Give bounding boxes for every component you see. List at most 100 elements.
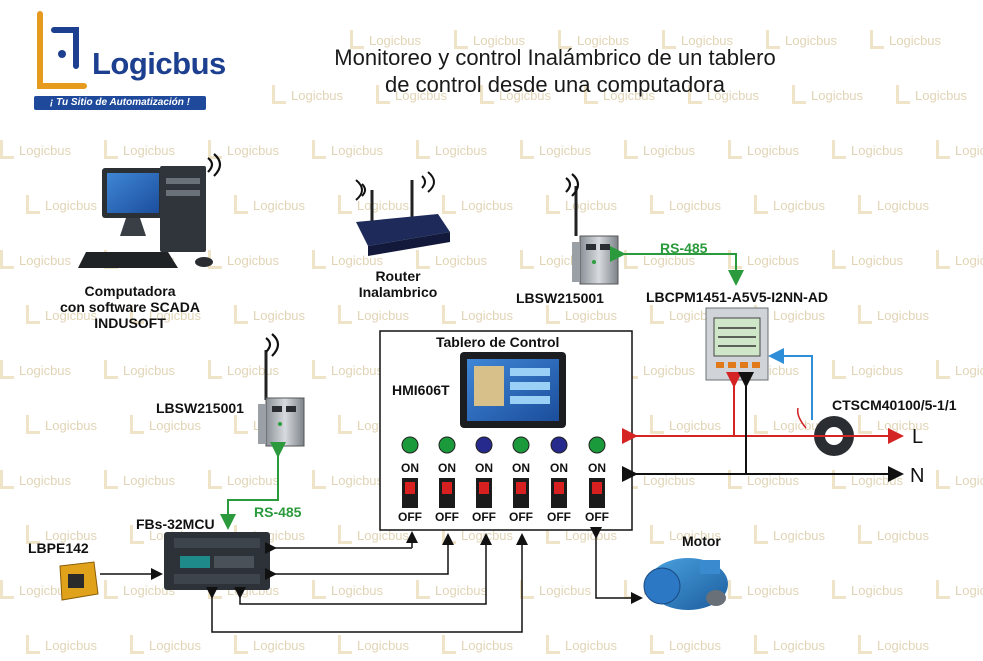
watermark-text: Logicbus bbox=[858, 305, 929, 324]
plc-panel-wire-4 bbox=[206, 533, 528, 633]
watermark-text: Logicbus bbox=[0, 580, 71, 599]
watermark-text: Logicbus bbox=[312, 470, 383, 489]
watermark-text: Logicbus bbox=[520, 580, 591, 599]
watermark-text: Logicbus bbox=[832, 580, 903, 599]
watermark-text: Logicbus bbox=[650, 195, 721, 214]
router-icon bbox=[355, 171, 450, 256]
watermark-text: Logicbus bbox=[896, 85, 967, 104]
watermark-text: Logicbus bbox=[936, 360, 983, 379]
watermark-text: Logicbus bbox=[130, 635, 201, 654]
switch-off-label: OFF bbox=[435, 510, 459, 524]
switch-off-label: OFF bbox=[547, 510, 571, 524]
power-meter-icon bbox=[705, 307, 769, 381]
watermark-text: Logicbus bbox=[0, 360, 71, 379]
watermark-text: Logicbus bbox=[376, 85, 447, 104]
panel-motor-wire bbox=[590, 527, 643, 604]
diagram-title: Monitoreo y control Inalámbrico de un ta… bbox=[260, 44, 850, 98]
watermark-text: Logicbus bbox=[520, 140, 591, 159]
watermark-text: Logicbus bbox=[234, 635, 305, 654]
watermark-text: Logicbus bbox=[130, 415, 201, 434]
pump-motor-icon bbox=[643, 558, 728, 610]
watermark-text: Logicbus bbox=[936, 470, 983, 489]
watermark-text: Logicbus bbox=[728, 140, 799, 159]
watermark-text: Logicbus bbox=[312, 140, 383, 159]
computer-icon bbox=[78, 153, 222, 268]
watermark-text: Logicbus bbox=[26, 525, 97, 544]
watermark-text: Logicbus bbox=[208, 250, 279, 269]
watermark-text: Logicbus bbox=[104, 580, 175, 599]
watermark-text: Logicbus bbox=[832, 140, 903, 159]
switch-off-label: OFF bbox=[472, 510, 496, 524]
watermark-text: Logicbus bbox=[624, 360, 695, 379]
toggle-switch-lever-3 bbox=[479, 482, 489, 494]
watermark-text: Logicbus bbox=[454, 30, 525, 49]
indicator-lamp-4 bbox=[512, 436, 530, 454]
watermark-text: Logicbus bbox=[208, 140, 279, 159]
plc-panel-wire-3 bbox=[234, 533, 492, 605]
control-panel-label: Tablero de Control bbox=[436, 334, 560, 350]
watermark-text: Logicbus bbox=[832, 250, 903, 269]
power-meter-label: LBCPM1451-A5V5-I2NN-AD bbox=[646, 289, 829, 305]
router-label-line-1: Router bbox=[375, 268, 421, 284]
watermark-text: Logicbus bbox=[234, 305, 305, 324]
watermark-text: Logicbus bbox=[832, 360, 903, 379]
computer-label: Computadora con software SCADA INDUSOFT bbox=[40, 283, 220, 331]
toggle-switch-lever-4 bbox=[516, 482, 526, 494]
watermark-text: Logicbus bbox=[338, 195, 409, 214]
wireless-serial-top-icon bbox=[565, 173, 619, 285]
computer-label-line-3: INDUSOFT bbox=[94, 315, 166, 331]
watermark-text: Logicbus bbox=[26, 635, 97, 654]
watermark-text: Logicbus bbox=[624, 140, 695, 159]
watermark-text: Logicbus bbox=[792, 85, 863, 104]
rs485-top-link bbox=[610, 246, 744, 286]
watermark-text: Logicbus bbox=[442, 195, 513, 214]
watermark-text: Logicbus bbox=[442, 635, 513, 654]
watermark-text: Logicbus bbox=[234, 195, 305, 214]
watermark-text: Logicbus bbox=[754, 305, 825, 324]
switch-off-label: OFF bbox=[509, 510, 533, 524]
indicator-lamp-3 bbox=[475, 436, 493, 454]
watermark-text: Logicbus bbox=[754, 195, 825, 214]
watermark-text: Logicbus bbox=[26, 415, 97, 434]
watermark-text: Logicbus bbox=[350, 30, 421, 49]
watermark-text: Logicbus bbox=[858, 195, 929, 214]
meter-ct-wire bbox=[768, 348, 813, 420]
watermark-text: Logicbus bbox=[312, 360, 383, 379]
toggle-switch-lever-5 bbox=[554, 482, 564, 494]
watermark-text: Logicbus bbox=[0, 250, 71, 269]
watermark-text: Logicbus bbox=[558, 30, 629, 49]
sensor-label: LBPE142 bbox=[28, 540, 89, 556]
watermark-text: Logicbus bbox=[858, 635, 929, 654]
watermark-text: Logicbus bbox=[312, 250, 383, 269]
plc-label: FBs-32MCU bbox=[136, 516, 215, 532]
brand-name: Logicbus bbox=[92, 46, 226, 81]
watermark-text: Logicbus bbox=[272, 85, 343, 104]
toggle-switch-lever-6 bbox=[592, 482, 602, 494]
watermark-text: Logicbus bbox=[662, 30, 733, 49]
watermark-text: Logicbus bbox=[442, 305, 513, 324]
switch-on-label: ON bbox=[550, 461, 568, 475]
indicator-lamp-2 bbox=[438, 436, 456, 454]
watermark-text: Logicbus bbox=[728, 580, 799, 599]
switch-on-label: ON bbox=[512, 461, 530, 475]
watermark-text: Logicbus bbox=[766, 30, 837, 49]
rs485-left-label: RS-485 bbox=[254, 504, 302, 520]
watermark-text: Logicbus bbox=[858, 525, 929, 544]
watermark-text: Logicbus bbox=[104, 360, 175, 379]
watermark-text: Logicbus bbox=[0, 140, 71, 159]
watermark-text: Logicbus bbox=[416, 140, 487, 159]
watermark-text: Logicbus bbox=[130, 305, 201, 324]
hmi-screen-icon bbox=[460, 352, 566, 428]
indicator-lamp-5 bbox=[550, 436, 568, 454]
watermark-text: Logicbus bbox=[338, 635, 409, 654]
computer-label-line-1: Computadora bbox=[84, 283, 176, 299]
switch-off-label: OFF bbox=[585, 510, 609, 524]
router-label: Router Inalambrico bbox=[340, 268, 456, 300]
rs485-top-label: RS-485 bbox=[660, 240, 708, 256]
watermark-text: Logicbus bbox=[0, 470, 71, 489]
watermark-text: Logicbus bbox=[936, 580, 983, 599]
indicator-lamp-6 bbox=[588, 436, 606, 454]
motor-label: Motor bbox=[682, 533, 721, 549]
watermark-text: Logicbus bbox=[338, 305, 409, 324]
